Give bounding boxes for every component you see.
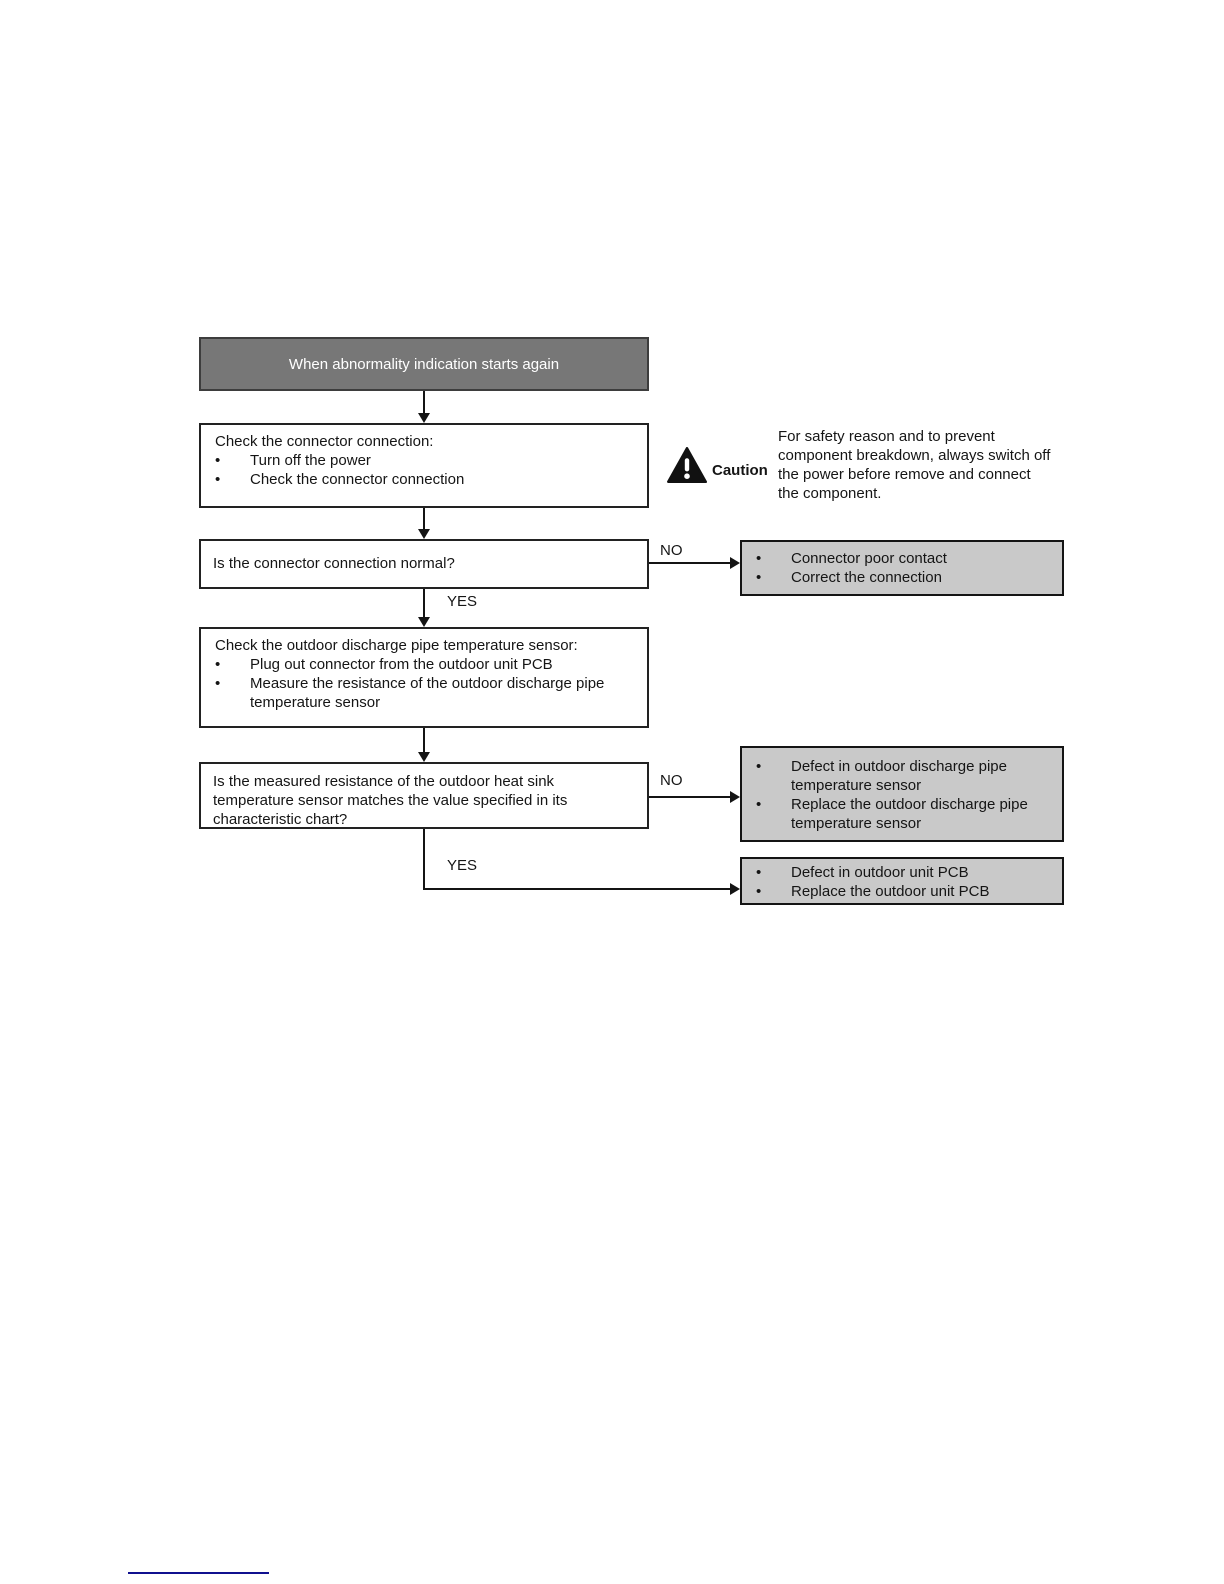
list-item: • Replace the outdoor discharge pipe tem… bbox=[756, 795, 1054, 833]
branch-label-yes: YES bbox=[447, 593, 478, 610]
list-item: • Measure the resistance of the outdoor … bbox=[215, 674, 637, 712]
result-connector-box: • Connector poor contact • Correct the c… bbox=[740, 540, 1064, 596]
flow-start-label: When abnormality indication starts again bbox=[288, 355, 560, 373]
list-item: • Connector poor contact bbox=[756, 549, 1054, 568]
flow-arrow-line bbox=[423, 589, 425, 619]
bullet-dot: • bbox=[756, 796, 762, 813]
list-item: • Defect in outdoor discharge pipe tempe… bbox=[756, 757, 1054, 795]
list-item-text: Replace the outdoor discharge pipe tempe… bbox=[791, 796, 1028, 832]
list-item-text: Plug out connector from the outdoor unit… bbox=[250, 656, 553, 673]
decision-text: Is the measured resistance of the outdoo… bbox=[213, 773, 568, 828]
branch-label-yes: YES bbox=[447, 857, 478, 874]
branch-label-no: NO bbox=[660, 772, 683, 789]
list-item-text: Check the connector connection bbox=[250, 471, 465, 488]
flow-arrowhead-right-icon bbox=[730, 883, 740, 895]
list-item: • Turn off the power bbox=[215, 451, 637, 470]
flow-arrowhead-down-icon bbox=[418, 529, 430, 539]
result-pcb-box: • Defect in outdoor unit PCB • Replace t… bbox=[740, 857, 1064, 905]
flow-arrow-line bbox=[423, 728, 425, 752]
bullet-dot: • bbox=[215, 656, 221, 673]
caution-note: For safety reason and to prevent compone… bbox=[778, 428, 1051, 502]
flow-arrowhead-down-icon bbox=[418, 752, 430, 762]
flow-arrow-line bbox=[423, 391, 425, 416]
branch-label-no: NO bbox=[660, 542, 683, 559]
caution-label: Caution bbox=[712, 462, 768, 479]
step-title: Check the connector connection: bbox=[215, 433, 434, 450]
bullet-dot: • bbox=[756, 569, 762, 586]
flow-arrowhead-down-icon bbox=[418, 617, 430, 627]
list-item-text: Connector poor contact bbox=[791, 550, 947, 567]
flow-arrow-line bbox=[649, 796, 732, 798]
result-sensor-box: • Defect in outdoor discharge pipe tempe… bbox=[740, 746, 1064, 842]
flow-arrow-line bbox=[649, 562, 732, 564]
flow-arrowhead-right-icon bbox=[730, 791, 740, 803]
flow-arrowhead-right-icon bbox=[730, 557, 740, 569]
flow-step-check-connector: Check the connector connection: • Turn o… bbox=[199, 423, 649, 508]
decision-text: Is the connector connection normal? bbox=[213, 555, 455, 572]
flow-start-box: When abnormality indication starts again bbox=[199, 337, 649, 391]
list-item-text: Turn off the power bbox=[250, 452, 371, 469]
bullet-dot: • bbox=[756, 883, 762, 900]
decision-resistance-match: Is the measured resistance of the outdoo… bbox=[199, 762, 649, 829]
list-item-text: Defect in outdoor unit PCB bbox=[791, 864, 969, 881]
flow-step-check-sensor: Check the outdoor discharge pipe tempera… bbox=[199, 627, 649, 728]
bullet-dot: • bbox=[756, 550, 762, 567]
bullet-dot: • bbox=[215, 452, 221, 469]
decision-connector-normal: Is the connector connection normal? bbox=[199, 539, 649, 589]
list-item-text: Defect in outdoor discharge pipe tempera… bbox=[791, 758, 1007, 794]
bullet-dot: • bbox=[756, 864, 762, 881]
list-item: • Replace the outdoor unit PCB bbox=[756, 882, 1054, 901]
list-item: • Check the connector connection bbox=[215, 470, 637, 489]
step-title: Check the outdoor discharge pipe tempera… bbox=[215, 637, 578, 654]
bullet-dot: • bbox=[756, 758, 762, 775]
list-item: • Plug out connector from the outdoor un… bbox=[215, 655, 637, 674]
caution-icon bbox=[667, 447, 707, 483]
flow-arrowhead-down-icon bbox=[418, 413, 430, 423]
flow-arrow-line bbox=[423, 888, 732, 890]
bullet-dot: • bbox=[215, 471, 221, 488]
flow-arrow-line bbox=[423, 508, 425, 531]
list-item-text: Correct the connection bbox=[791, 569, 942, 586]
list-item-text: Measure the resistance of the outdoor di… bbox=[250, 675, 605, 711]
list-item: • Correct the connection bbox=[756, 568, 1054, 587]
list-item: • Defect in outdoor unit PCB bbox=[756, 863, 1054, 882]
footer-link[interactable] bbox=[128, 1572, 269, 1574]
bullet-dot: • bbox=[215, 675, 221, 692]
list-item-text: Replace the outdoor unit PCB bbox=[791, 883, 990, 900]
flow-arrow-line bbox=[423, 829, 425, 890]
